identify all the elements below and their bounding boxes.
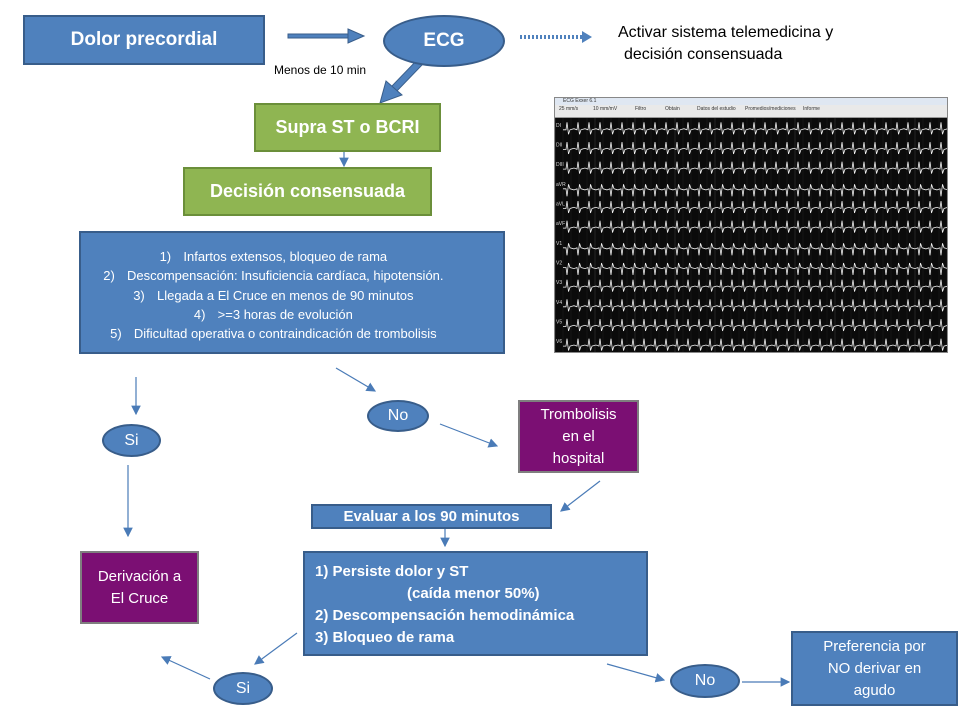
criteria-item: 2)Descompensación: Insuficiencia cardíac…	[103, 268, 444, 284]
ecg-node: ECG	[383, 15, 505, 67]
ecg-toolbar-item: 10 mm/mV	[593, 106, 618, 112]
ecg-label: ECG	[423, 30, 465, 51]
activar-line-1: Activar sistema telemedicina y	[618, 24, 834, 41]
persiste-line-1: 1) Persiste dolor y ST	[315, 563, 469, 580]
ecg-window-title: ECG Exxer 6.1	[563, 98, 597, 104]
derivacion-node: Derivación a El Cruce	[80, 551, 199, 624]
ecg-toolbar-item: Datos del estudio	[697, 106, 736, 112]
persiste-line-4: 3) Bloqueo de rama	[315, 629, 455, 646]
criteria-item: 3)Llegada a El Cruce en menos de 90 minu…	[133, 287, 414, 303]
criteria-box: 1)Infartos extensos, bloqueo de rama 2)D…	[79, 231, 505, 354]
ecg-lead-trace	[563, 122, 947, 135]
ecg-window-titlebar: ECG Exxer 6.1	[555, 98, 947, 105]
supra-st-node: Supra ST o BCRI	[254, 103, 441, 152]
ecg-lead-label: V4	[556, 300, 562, 306]
preferencia-line-2: NO derivar en	[827, 659, 922, 677]
ecg-lead-label: V1	[556, 241, 562, 247]
preferencia-line-1: Preferencia por	[823, 637, 926, 655]
ecg-lead-trace	[563, 220, 947, 233]
si-node-2: Si	[213, 672, 273, 705]
ecg-lead-trace	[563, 161, 947, 174]
ecg-toolbar-item: Filtro	[635, 106, 647, 112]
derivacion-line-1: Derivación a	[97, 567, 182, 585]
derivacion-line-2: El Cruce	[110, 589, 169, 607]
ecg-lead-trace	[563, 141, 947, 155]
ecg-lead-label: V6	[556, 339, 562, 345]
activar-telemedicina-text: Activar sistema telemedicina y decisión …	[618, 22, 833, 66]
ecg-lead-label: aVL	[556, 201, 565, 207]
no-node-1: No	[367, 400, 429, 432]
ecg-toolbar-item: 25 mm/s	[559, 106, 579, 112]
no-label-1: No	[387, 407, 409, 424]
ecg-toolbar: 25 mm/s 10 mm/mV Filtro Obtain Datos del…	[555, 105, 947, 118]
criteria-item: 4)>=3 horas de evolución	[193, 306, 353, 322]
ecg-lead-label: V2	[556, 260, 562, 266]
no-label-2: No	[694, 672, 716, 689]
trombolisis-line-2: en el	[562, 427, 595, 445]
ecg-lead-trace	[563, 184, 947, 197]
ecg-toolbar-item: Informe	[803, 106, 820, 112]
no-node-2: No	[670, 664, 740, 698]
ecg-lead-trace	[563, 262, 947, 275]
criteria-item: 1)Infartos extensos, bloqueo de rama	[159, 249, 388, 264]
ecg-toolbar-item: Promedios/mediciones	[745, 106, 796, 112]
supra-st-label: Supra ST o BCRI	[275, 117, 420, 137]
criteria-list: 1)Infartos extensos, bloqueo de rama 2)D…	[91, 247, 444, 343]
persiste-line-3: 2) Descompensación hemodinámica	[315, 607, 575, 624]
arrow-persiste-to-no	[606, 663, 666, 683]
ecg-lead-label: DII	[556, 142, 562, 148]
preferencia-line-3: agudo	[853, 681, 896, 699]
ecg-tracing-image: ECG Exxer 6.1 25 mm/s 10 mm/mV Filtro Ob…	[554, 97, 948, 353]
arrow-si-to-derivacion-2	[160, 656, 211, 680]
si-node-1: Si	[102, 424, 161, 457]
preferencia-node: Preferencia por NO derivar en agudo	[791, 631, 958, 706]
menos-10-min-label: Menos de 10 min	[274, 63, 367, 77]
dolor-precordial-node: Dolor precordial	[23, 15, 265, 65]
trombolisis-line-3: hospital	[552, 449, 605, 467]
arrow-persiste-to-si	[254, 632, 298, 665]
arrow-no-to-trombolisis	[439, 423, 499, 448]
ecg-lead-label: V5	[556, 319, 562, 325]
criteria-item: 5)Dificultad operativa o contraindicació…	[110, 326, 437, 342]
ecg-toolbar-item: Obtain	[665, 106, 680, 112]
arrow-criteria-to-no	[335, 367, 377, 392]
arrow-dolor-to-ecg	[287, 28, 366, 44]
dolor-precordial-label: Dolor precordial	[70, 29, 218, 50]
ecg-lead-trace	[563, 200, 947, 214]
si-label-2: Si	[235, 679, 251, 697]
arrow-ecg-to-activar	[520, 31, 592, 43]
decision-consensuada-label: Decisión consensuada	[209, 181, 406, 201]
trombolisis-line-1: Trombolisis	[540, 405, 617, 423]
ecg-lead-label: aVF	[556, 221, 565, 227]
si-label-1: Si	[124, 431, 139, 449]
persiste-line-2: (caída menor 50%)	[407, 585, 540, 602]
evaluar-node: Evaluar a los 90 minutos	[311, 504, 552, 529]
evaluar-label: Evaluar a los 90 minutos	[343, 508, 520, 525]
ecg-lead-label: aVR	[556, 182, 566, 188]
activar-line-2: decisión consensuada	[624, 46, 783, 63]
ecg-lead-trace	[563, 243, 947, 256]
ecg-lead-trace	[563, 338, 947, 351]
trombolisis-node: Trombolisis en el hospital	[518, 400, 639, 473]
ecg-lead-trace	[563, 318, 947, 332]
ecg-lead-trace	[563, 299, 947, 312]
decision-consensuada-node: Decisión consensuada	[183, 167, 432, 216]
persiste-node: 1) Persiste dolor y ST (caída menor 50%)…	[303, 551, 648, 656]
ecg-lead-label: DIII	[556, 162, 564, 168]
arrow-trombolisis-to-evaluar	[560, 480, 601, 512]
ecg-lead-label: V3	[556, 280, 562, 286]
ecg-lead-label: DI	[556, 123, 561, 129]
ecg-lead-trace	[563, 279, 947, 292]
arrow-ecg-to-supra	[379, 59, 423, 104]
